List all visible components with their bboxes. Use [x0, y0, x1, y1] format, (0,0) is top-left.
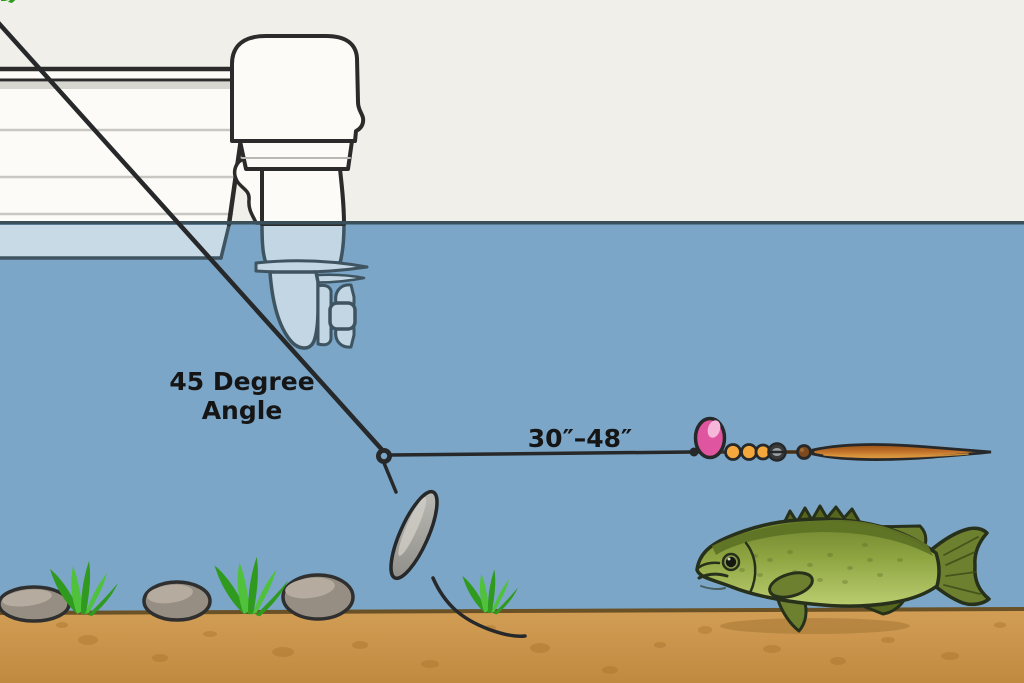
boat-hull — [0, 68, 251, 224]
motor-clamp-bracket — [233, 156, 270, 225]
bottom-bouncer-weight — [389, 489, 439, 581]
grass-tuft — [1, 0, 16, 3]
labels: 45 Degree Angle 30″–48″ — [169, 367, 632, 453]
leader-length-label: 30″–48″ — [528, 424, 632, 453]
fish-upper-lip — [695, 561, 721, 571]
lure — [689, 416, 992, 462]
propeller-blade-top — [334, 283, 356, 306]
float-egg-highlight — [707, 420, 721, 438]
clevis — [767, 442, 787, 462]
weight-wire-lower — [431, 576, 527, 638]
fish-tail-rays — [943, 536, 981, 595]
propeller-blade-bottom — [334, 326, 356, 349]
fish-pupil — [725, 556, 737, 568]
fish-body — [695, 517, 941, 608]
motor-leg — [260, 167, 346, 226]
fish-pectoral-fin — [768, 571, 814, 599]
propeller-hub — [328, 301, 357, 331]
motor-leg-underwater — [260, 222, 346, 265]
rock-left — [0, 585, 71, 623]
gunwale-shade — [0, 82, 248, 89]
angle-label-line2: Angle — [202, 396, 283, 425]
motor-midsection — [238, 139, 354, 171]
boat — [0, 66, 266, 227]
fish-shadow — [720, 618, 910, 634]
fishing-line-main — [0, 21, 387, 455]
fish-back-stripe — [712, 519, 933, 556]
rock-middle — [142, 580, 212, 622]
hull-strakes — [0, 128, 242, 216]
leader-line — [388, 450, 694, 457]
grass — [1, 0, 519, 617]
hull-underwater — [0, 225, 229, 258]
outboard-motor — [230, 34, 366, 226]
brown-bead-highlight — [800, 448, 804, 452]
motor-gearcase — [316, 283, 333, 347]
rock-right — [281, 573, 355, 621]
sand-fill — [0, 609, 1024, 683]
fish-mouth-line — [697, 572, 729, 580]
fish-gill-line — [744, 541, 757, 595]
waterline — [0, 221, 1024, 225]
transom-underwater-line — [219, 223, 231, 260]
swivel-hole — [380, 452, 388, 460]
fish-eye-highlight — [727, 557, 731, 561]
beads — [724, 443, 772, 461]
weight-wire-upper — [382, 461, 398, 494]
fish-chin-line — [700, 585, 726, 591]
underwater-hull-and-motor — [0, 222, 369, 350]
rocks — [0, 573, 355, 623]
bass-fish — [695, 504, 991, 634]
fishing-rig — [0, 21, 992, 638]
spinner-blade-highlight — [823, 453, 969, 459]
lure-clip — [689, 447, 699, 457]
angle-label-line1: 45 Degree — [169, 367, 314, 396]
fish-spots — [739, 543, 903, 584]
brown-bead — [796, 444, 812, 460]
motor-cowling — [230, 34, 366, 143]
